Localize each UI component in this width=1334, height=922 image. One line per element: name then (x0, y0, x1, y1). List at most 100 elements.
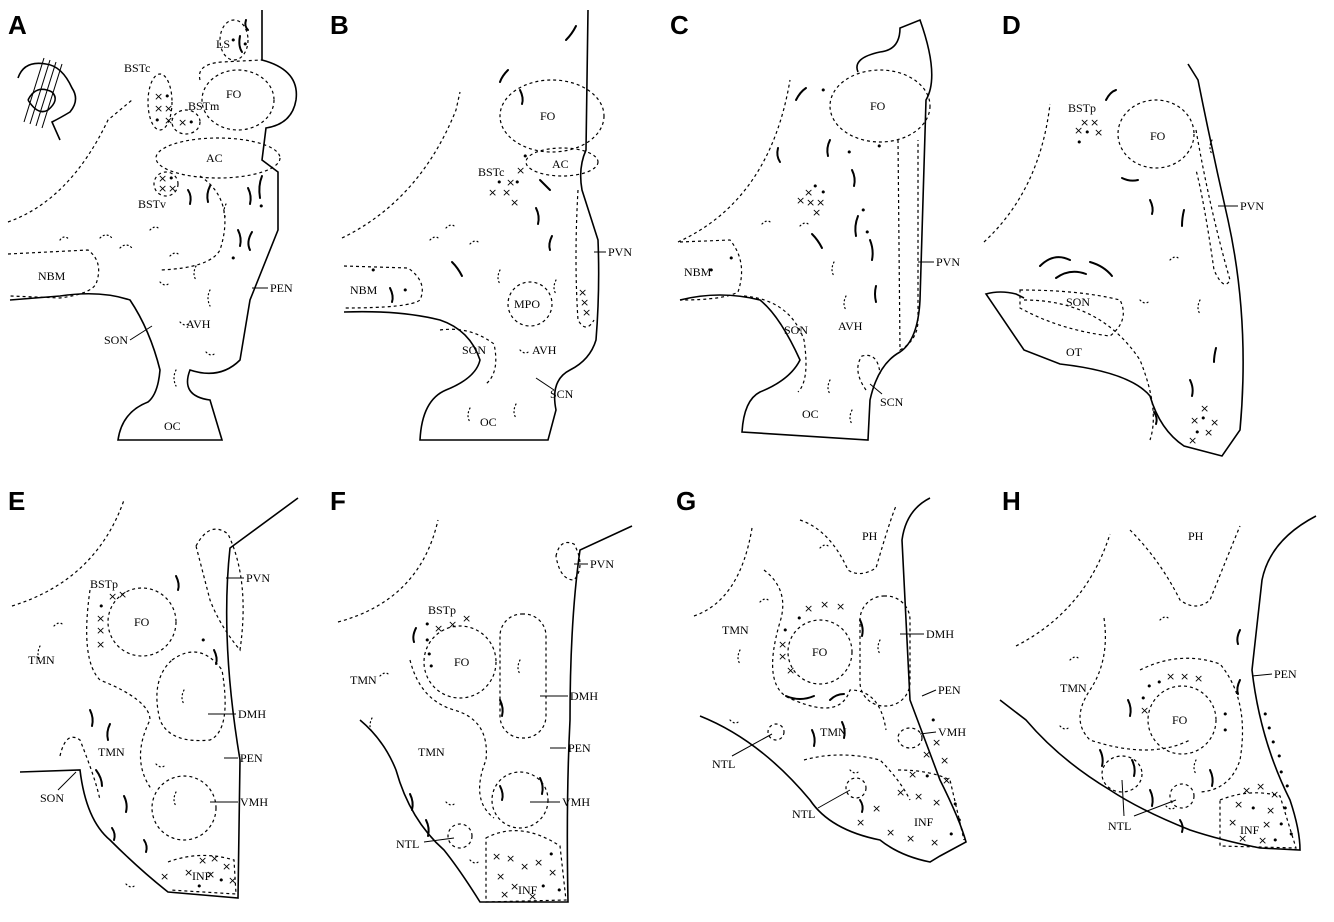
cross-marker: × (778, 650, 787, 663)
dot-marker: • (1288, 828, 1295, 841)
dot-marker: • (402, 284, 409, 297)
region-label: FO (1150, 129, 1166, 143)
panel-g: G PH TMN DMH FO PEN VMH TMN NTL (676, 486, 966, 862)
cross-marker: × (510, 196, 519, 209)
region-label: PEN (240, 751, 263, 765)
region-label: OC (802, 407, 819, 421)
panel-letter: B (330, 10, 349, 40)
cross-marker: × (1166, 670, 1175, 683)
cross-marker: × (1140, 704, 1149, 717)
dot-marker: • (230, 252, 237, 265)
dot-marker: • (1282, 802, 1289, 815)
region-label: BSTv (138, 197, 166, 211)
region-label: DMH (238, 707, 266, 721)
cross-marker: × (932, 736, 941, 749)
region-label: SON (784, 323, 808, 337)
dot-marker: • (1262, 708, 1269, 721)
cross-marker: × (1188, 434, 1197, 447)
cross-marker: × (906, 832, 915, 845)
dot-marker: • (242, 38, 249, 51)
dotted-marks (730, 545, 880, 773)
region-label: OC (480, 415, 497, 429)
cross-marker: × (1238, 832, 1247, 845)
region-label: AC (206, 151, 223, 165)
region-label: PEN (1274, 667, 1297, 681)
dot-marker: • (540, 880, 547, 893)
region-label: AC (552, 157, 569, 171)
region-label: FO (870, 99, 886, 113)
region-label: TMN (1060, 681, 1087, 695)
cross-marker: × (820, 598, 829, 611)
cross-marker: × (1258, 834, 1267, 847)
cross-marker: × (1266, 804, 1275, 817)
region-label: AVH (186, 317, 211, 331)
fiber-marks (390, 26, 576, 302)
cross-marker: × (462, 612, 471, 625)
region-label: FO (812, 645, 828, 659)
region-label: NTL (712, 757, 735, 771)
region-label: NTL (792, 807, 815, 821)
cross-marker: × (500, 888, 509, 901)
region-label: PH (862, 529, 878, 543)
cross-marker: × (1228, 816, 1237, 829)
cross-marker: × (198, 854, 207, 867)
region-label: TMN (820, 725, 847, 739)
cross-marker: × (506, 852, 515, 865)
region-label: PH (1188, 529, 1204, 543)
fiber-marks (90, 576, 217, 852)
dot-marker: • (820, 84, 827, 97)
cross-marker: × (520, 860, 529, 873)
dot-marker: • (1200, 412, 1207, 425)
region-label: VMH (562, 795, 590, 809)
dot-marker: • (1272, 834, 1279, 847)
dot-marker: • (948, 828, 955, 841)
dotted-marks (60, 204, 226, 386)
dot-marker: • (1222, 708, 1229, 721)
region-label: SCN (880, 395, 904, 409)
region-label: PVN (936, 255, 960, 269)
dot-marker: • (708, 264, 715, 277)
dot-marker: • (1284, 780, 1291, 793)
panel-letter: D (1002, 10, 1021, 40)
dot-marker: • (424, 634, 431, 647)
dot-marker: • (1270, 736, 1277, 749)
cross-marker: × (492, 850, 501, 863)
cross-marker: × (582, 306, 591, 319)
dot-marker: • (1156, 676, 1163, 689)
panel-b: B FO AC BSTc PVN NBM MPO SON AVH SCN (330, 10, 632, 440)
cross-marker: × (812, 206, 821, 219)
region-label: FO (1172, 713, 1188, 727)
region-label: OT (1066, 345, 1083, 359)
dot-marker: • (522, 150, 529, 163)
dot-marker: • (1250, 802, 1257, 815)
dot-marker: • (876, 140, 883, 153)
cross-marker: × (786, 664, 795, 677)
region-label: DMH (570, 689, 598, 703)
cross-marker: × (534, 856, 543, 869)
dot-marker: • (188, 116, 195, 129)
dot-marker: • (424, 618, 431, 631)
region-label: SON (104, 333, 128, 347)
region-label: PVN (608, 245, 632, 259)
cross-marker: × (178, 116, 187, 129)
marker-cluster: ×× ×• ×• ×× •× •× × (1074, 116, 1219, 447)
marker-cluster: ×• •× ×× ×• •• •• •• (708, 84, 883, 277)
dot-marker: • (154, 114, 161, 127)
region-label: FO (540, 109, 556, 123)
dot-marker: • (556, 884, 563, 897)
cross-marker: × (1204, 426, 1213, 439)
cross-marker: × (856, 816, 865, 829)
dot-marker: • (930, 714, 937, 727)
region-label: OC (164, 419, 181, 433)
region-label: LS (216, 37, 230, 51)
region-label: TMN (722, 623, 749, 637)
cross-marker: × (488, 186, 497, 199)
dot-marker: • (1266, 722, 1273, 735)
dot-marker: • (924, 770, 931, 783)
panel-e: E BSTp PVN FO TMN DMH TMN PEN SON (8, 486, 298, 898)
region-label: PVN (590, 557, 614, 571)
cross-marker: × (1180, 670, 1189, 683)
region-label: AVH (532, 343, 557, 357)
